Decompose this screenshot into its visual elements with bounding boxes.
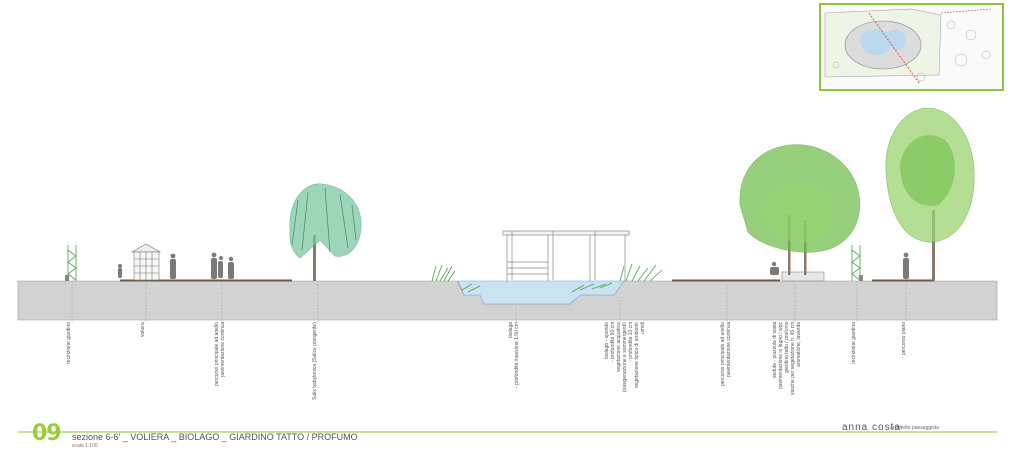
willow-tree (289, 183, 362, 281)
label-recinzione-giardino: recinzione giardino (66, 322, 72, 364)
pergola (502, 230, 630, 281)
leader-lines (71, 284, 907, 322)
fence-right (851, 245, 863, 281)
sheet-title: sezione 6-6' _ VOLIERA _ BIOLAGO _ GIARD… (72, 432, 358, 442)
label-biolago: biolago - profondità massima 1.50 cm (508, 322, 520, 388)
label-percorso-principale: percorso principale ad anello pavimentaz… (214, 322, 226, 386)
label-percorso-piano: percorso piano (901, 322, 907, 356)
tree-group (739, 144, 860, 275)
path-left (120, 279, 292, 282)
aquatic-plants (431, 263, 663, 293)
sheet-number: 09 (32, 421, 62, 446)
voliera (130, 243, 162, 281)
label-recinzione-giardino-2: recinzione giardino (851, 322, 857, 364)
biolago-water (457, 280, 625, 305)
label-biolago-sponde: biolago - sponde - profondità 50 cm vege… (604, 322, 646, 392)
path-far-right (872, 279, 934, 282)
sheet-scale: scala 1:100 (72, 443, 98, 449)
label-sedute-giardino: sedute - piazzola di sosta pavimentazion… (772, 322, 802, 396)
people-silhouettes (118, 252, 909, 279)
key-map (819, 3, 1004, 91)
path-right (672, 279, 780, 282)
planter-box (781, 271, 825, 282)
site-plan-thumbnail (821, 5, 1002, 89)
author-name: anna costa (842, 422, 901, 433)
label-salix: Salix babylonica (Salice piangente) (312, 322, 318, 400)
tall-tree (885, 107, 975, 281)
label-voliera: voliera (140, 322, 146, 337)
label-percorso-principale-2: percorso principale ad anello pavimentaz… (720, 322, 732, 386)
author-role: architetto paesaggista (890, 425, 939, 431)
fence-left (65, 245, 77, 281)
